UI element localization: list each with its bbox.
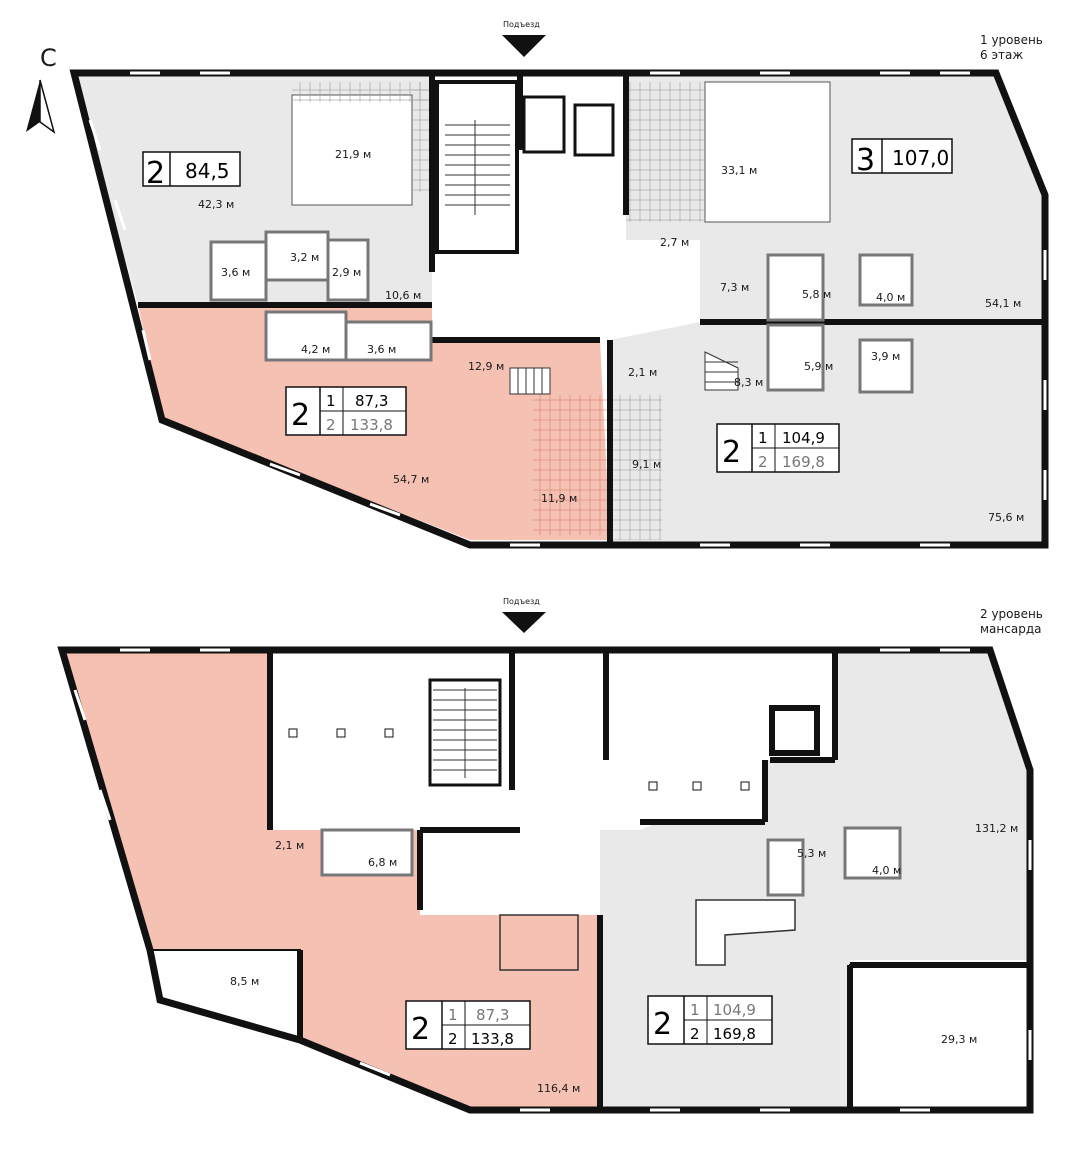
- room-label: 4,0 м: [872, 864, 901, 877]
- apartment-badge-104-9-l1[interactable]: 2 1 104,9 2 169,8: [716, 423, 840, 473]
- level-subtitle: мансарда: [980, 622, 1042, 636]
- level-1-outer-wall: [69, 69, 1049, 549]
- apartment-area: 133,8: [471, 1030, 514, 1048]
- apartment-badge-104-9-l2[interactable]: 2 1 104,9 2 169,8: [647, 995, 773, 1045]
- level-number: 1: [326, 392, 336, 410]
- room-label: 131,2 м: [975, 822, 1018, 835]
- room-label: 54,1 м: [985, 297, 1021, 310]
- level-1-room-labels: 21,9 м 42,3 м 3,2 м 3,6 м 2,9 м 10,6 м 4…: [198, 148, 1024, 524]
- level-1-header: 1 уровень 6 этаж: [980, 33, 1043, 63]
- apartment-area: 87,3: [355, 392, 388, 410]
- apartment-rooms: 2: [722, 435, 741, 470]
- room-label: 4,0 м: [876, 291, 905, 304]
- level-subtitle: 6 этаж: [980, 48, 1024, 62]
- room-label: 7,3 м: [720, 281, 749, 294]
- apt-133-8-fill[interactable]: [62, 650, 600, 1110]
- level-2-plan: [57, 646, 1034, 1114]
- level-number: 1: [758, 429, 768, 447]
- apartment-area: 87,3: [476, 1006, 509, 1024]
- level-1-plan: [69, 69, 1049, 549]
- apartment-area: 107,0: [892, 146, 949, 170]
- room-label: 29,3 м: [941, 1033, 977, 1046]
- level-number: 1: [448, 1006, 458, 1024]
- compass-label: С: [40, 44, 57, 72]
- room-label: 2,1 м: [275, 839, 304, 852]
- room-label: 3,6 м: [221, 266, 250, 279]
- room-label: 3,2 м: [290, 251, 319, 264]
- apartment-badge-87-3-l2[interactable]: 2 1 87,3 2 133,8: [405, 1000, 531, 1050]
- room-label: 12,9 м: [468, 360, 504, 373]
- level-title: 2 уровень: [980, 607, 1043, 621]
- apartment-area: 104,9: [782, 429, 825, 447]
- north-arrow-icon: [26, 79, 56, 134]
- room-label: 75,6 м: [988, 511, 1024, 524]
- apartment-rooms: 2: [146, 156, 165, 191]
- room-label: 4,2 м: [301, 343, 330, 356]
- room-label: 116,4 м: [537, 1082, 580, 1095]
- room-label: 21,9 м: [335, 148, 371, 161]
- apartment-area: 169,8: [782, 453, 825, 471]
- room-label: 2,1 м: [628, 366, 657, 379]
- apartment-rooms: 3: [856, 143, 875, 178]
- entrance-arrow-2: [502, 612, 546, 633]
- apartment-area: 84,5: [185, 159, 230, 183]
- level-number: 1: [690, 1001, 700, 1019]
- room-label: 2,9 м: [332, 266, 361, 279]
- room-label: 2,7 м: [660, 236, 689, 249]
- apartment-badge-107-0[interactable]: 3 107,0: [851, 138, 953, 178]
- level-2-room-labels: 2,1 м 6,8 м 8,5 м 116,4 м 5,3 м 4,0 м 13…: [230, 822, 1018, 1095]
- level-number: 2: [448, 1030, 458, 1048]
- apartment-area: 169,8: [713, 1025, 756, 1043]
- room-label: 6,8 м: [368, 856, 397, 869]
- apartment-badge-87-3-l1[interactable]: 2 1 87,3 2 133,8: [285, 386, 407, 436]
- apartment-badge-84-5[interactable]: 2 84,5: [142, 151, 241, 191]
- apartment-area: 133,8: [350, 416, 393, 434]
- room-label: 3,9 м: [871, 350, 900, 363]
- level-2-outer-wall: [57, 646, 1034, 1114]
- room-label: 5,8 м: [802, 288, 831, 301]
- room-label: 11,9 м: [541, 492, 577, 505]
- entrance-label: Подъезд: [503, 597, 540, 606]
- room-label: 54,7 м: [393, 473, 429, 486]
- level-number: 2: [758, 453, 768, 471]
- level-number: 2: [326, 416, 336, 434]
- apartment-rooms: 2: [411, 1012, 430, 1047]
- level-2-header: 2 уровень мансарда: [980, 607, 1043, 637]
- room-label: 33,1 м: [721, 164, 757, 177]
- room-label: 10,6 м: [385, 289, 421, 302]
- apartment-rooms: 2: [291, 398, 310, 433]
- room-label: 5,3 м: [797, 847, 826, 860]
- apartment-rooms: 2: [653, 1007, 672, 1042]
- room-label: 8,5 м: [230, 975, 259, 988]
- level-number: 2: [690, 1025, 700, 1043]
- entrance-arrow-1: [502, 35, 546, 57]
- apt-169-8-fill[interactable]: [600, 650, 1030, 1110]
- room-label: 8,3 м: [734, 376, 763, 389]
- room-label: 3,6 м: [367, 343, 396, 356]
- room-label: 9,1 м: [632, 458, 661, 471]
- entrance-label: Подъезд: [503, 20, 540, 29]
- room-label: 5,9 м: [804, 360, 833, 373]
- apartment-area: 104,9: [713, 1001, 756, 1019]
- level-title: 1 уровень: [980, 33, 1043, 47]
- room-label: 42,3 м: [198, 198, 234, 211]
